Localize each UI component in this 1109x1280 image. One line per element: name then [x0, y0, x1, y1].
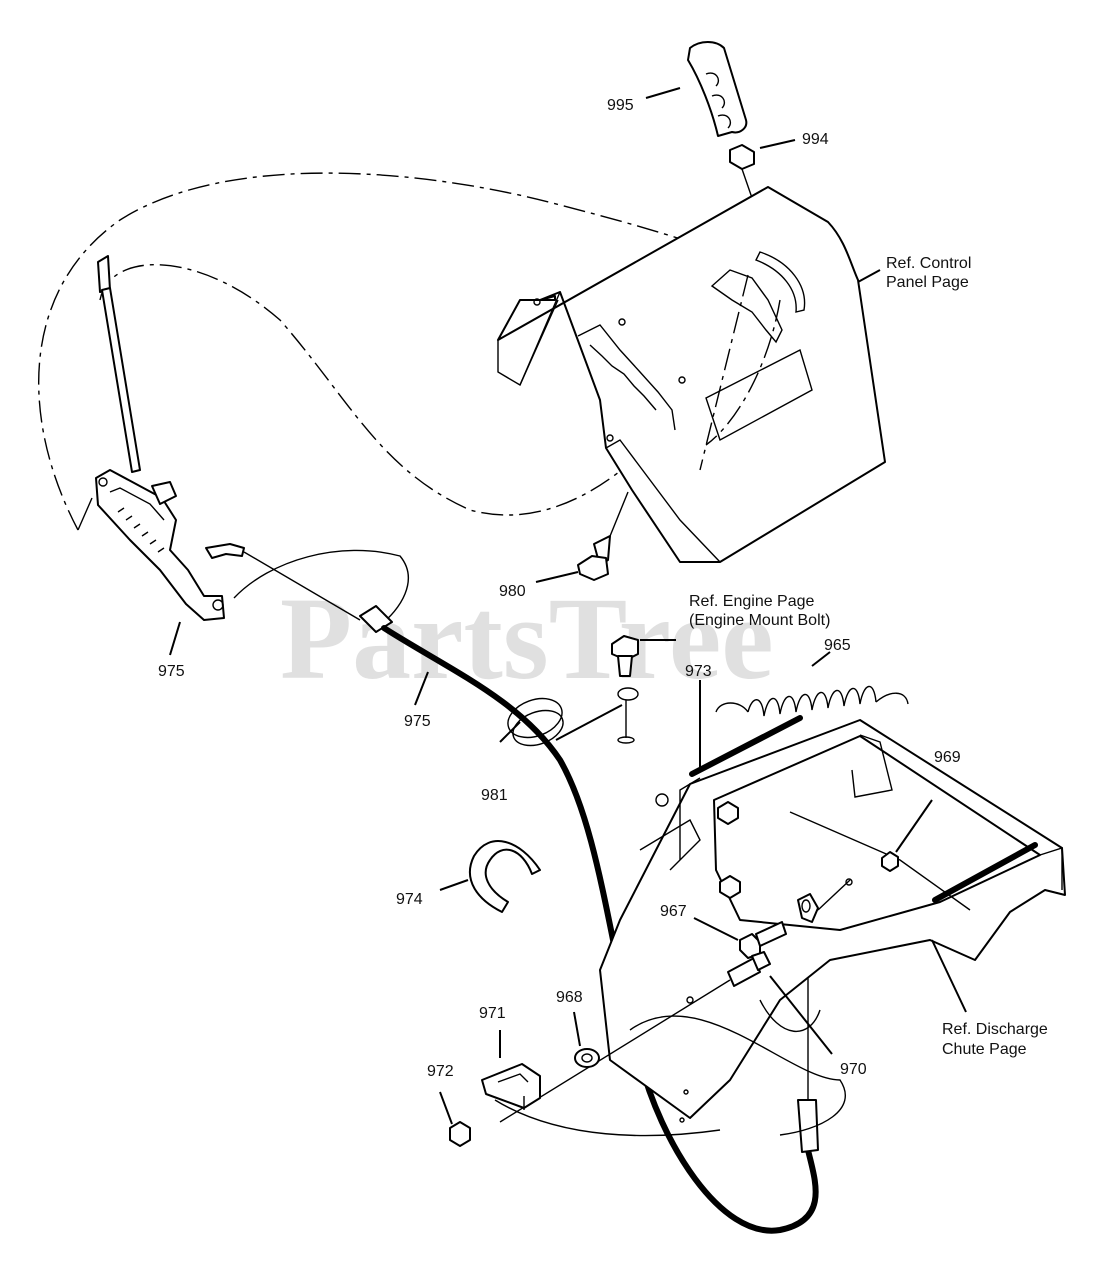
leader-lines	[169, 87, 967, 1125]
callout-967: 967	[660, 903, 687, 920]
callout-994: 994	[802, 131, 829, 148]
callout-969: 969	[934, 749, 961, 766]
spring-part-965[interactable]	[715, 685, 909, 717]
engine-mount-bolt	[611, 635, 639, 744]
callout-971: 971	[479, 1005, 506, 1022]
parts-tree-watermark: PartsTree	[280, 573, 774, 704]
snap-ring-part-974[interactable]	[468, 840, 541, 913]
callout-labels: 995 994 980 975 975 965 973 969 981 974 …	[158, 97, 961, 1080]
callout-975-cable: 975	[404, 713, 431, 730]
nut-part-972[interactable]	[449, 1121, 471, 1147]
handle-grip-part-995[interactable]	[687, 41, 748, 137]
screw-part-980[interactable]	[577, 491, 629, 581]
reference-labels: Ref. Control Panel Page Ref. Engine Page…	[689, 255, 1048, 1058]
clip-part-971[interactable]	[481, 1063, 541, 1110]
ref-engine-line1[interactable]: Ref. Engine Page	[689, 593, 815, 610]
callout-975-lever: 975	[158, 663, 185, 680]
callout-965: 965	[824, 637, 851, 654]
callout-970: 970	[840, 1061, 867, 1078]
callout-972: 972	[427, 1063, 454, 1080]
callout-981: 981	[481, 787, 508, 804]
bolt-part-970[interactable]	[499, 878, 853, 1123]
callout-968: 968	[556, 989, 583, 1006]
nut-part-969[interactable]	[881, 799, 933, 872]
phantom-cable-outer	[38, 172, 761, 531]
cable-hook-end	[205, 543, 245, 559]
control-panel	[497, 186, 886, 563]
ref-discharge-chute-line2[interactable]: Chute Page	[942, 1041, 1027, 1058]
callout-995: 995	[607, 97, 634, 114]
washer-part-968[interactable]	[574, 996, 694, 1068]
ref-discharge-chute-line1[interactable]: Ref. Discharge	[942, 1021, 1048, 1038]
ref-control-panel-line1[interactable]: Ref. Control	[886, 255, 971, 272]
callout-974: 974	[396, 891, 423, 908]
discharge-chute	[494, 719, 1066, 1137]
ref-engine-line2[interactable]: (Engine Mount Bolt)	[689, 612, 830, 629]
rod-part-973[interactable]	[689, 715, 803, 777]
shift-lever-part-975[interactable]	[77, 255, 225, 621]
callout-973: 973	[685, 663, 712, 680]
cable-inner-loop	[233, 549, 409, 626]
callout-980: 980	[499, 583, 526, 600]
cable-clip-part-981[interactable]	[503, 692, 623, 752]
ref-control-panel-line2[interactable]: Panel Page	[886, 274, 969, 291]
